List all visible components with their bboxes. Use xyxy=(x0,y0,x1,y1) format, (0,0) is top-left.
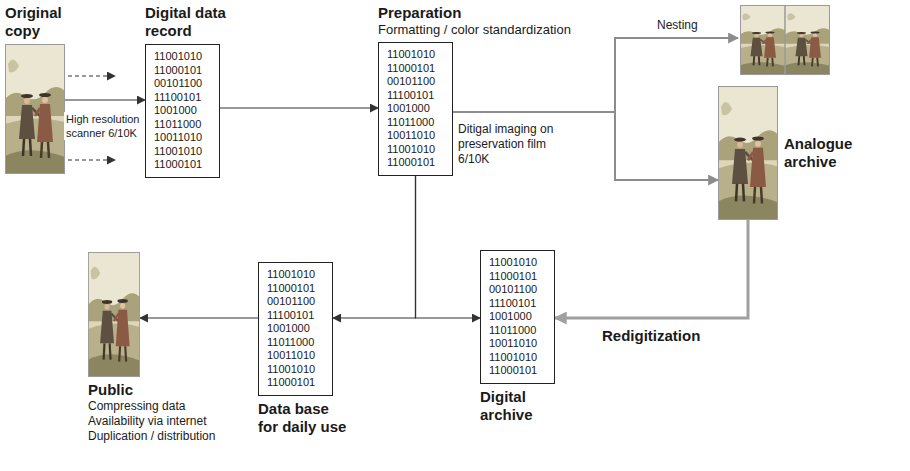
edge-label: Redigitization xyxy=(600,326,702,345)
data-record-frame: 11001010 11000101 00101100 11100101 1001… xyxy=(145,44,220,178)
scan-ray xyxy=(68,75,115,76)
node-heading: Public xyxy=(88,381,258,399)
connector-arrow xyxy=(65,99,145,100)
connector-arrow xyxy=(220,107,378,108)
node-heading: Digital archive xyxy=(480,388,570,424)
node-subtext: Duplication / distribution xyxy=(88,429,258,444)
public-output: PublicCompressing dataAvailability via i… xyxy=(88,252,258,444)
picture-holder xyxy=(88,252,140,377)
binary-data: 11001010 11000101 00101100 11100101 1001… xyxy=(154,50,210,172)
node-heading: Data base for daily use xyxy=(258,400,350,436)
data-record-frame: 11001010 11000101 00101100 11100101 1001… xyxy=(258,262,333,396)
heading-group: PreparationFormatting / color standardiz… xyxy=(378,4,608,38)
heading-group: Digital archive xyxy=(480,388,570,424)
connector-arrow xyxy=(453,112,718,180)
edge-label: High resolution scanner 6/10K xyxy=(64,112,144,140)
binary-data: 11001010 11000101 00101100 11100101 1001… xyxy=(489,256,545,378)
heading-group: Analogue archive xyxy=(784,135,866,171)
painting-illustration xyxy=(5,44,65,174)
digital-archive-box: 11001010 11000101 00101100 11100101 1001… xyxy=(480,250,570,424)
node-heading: Digital data record xyxy=(145,4,245,40)
node-subtext: Formatting / color standardization xyxy=(378,22,608,38)
binary-data: 11001010 11000101 00101100 11100101 1001… xyxy=(267,268,323,390)
binary-data: 11001010 11000101 00101100 11100101 1001… xyxy=(387,48,443,170)
heading-group: Data base for daily use xyxy=(258,400,350,436)
data-record-box: Digital data record 11001010 11000101 001… xyxy=(145,4,245,178)
original-copy: Original copy xyxy=(5,4,77,174)
picture-holder xyxy=(718,86,778,220)
connector-arrow xyxy=(555,220,748,318)
connector-arrow xyxy=(140,317,258,318)
database-box: 11001010 11000101 00101100 11100101 1001… xyxy=(258,262,350,436)
scan-ray xyxy=(68,159,115,160)
heading-group: PublicCompressing dataAvailability via i… xyxy=(88,381,258,444)
nested-image xyxy=(740,5,830,75)
connector-arrow xyxy=(333,176,416,318)
data-record-frame: 11001010 11000101 00101100 11100101 1001… xyxy=(378,42,453,176)
data-record-frame: 11001010 11000101 00101100 11100101 1001… xyxy=(480,250,555,384)
branch-label: Nesting xyxy=(655,18,700,32)
node-heading: Original copy xyxy=(5,4,77,40)
node-subtext: Compressing data xyxy=(88,399,258,414)
picture-holder xyxy=(5,44,65,174)
node-heading: Analogue archive xyxy=(784,135,866,171)
analogue-archive: Analogue archive xyxy=(718,86,866,220)
heading-group: Digital data record xyxy=(145,4,245,40)
painting-illustration xyxy=(88,252,140,377)
connector-arrow xyxy=(416,176,481,318)
heading-group: Original copy xyxy=(5,4,77,40)
node-subtext: Availability via internet xyxy=(88,414,258,429)
node-heading: Preparation xyxy=(378,4,608,22)
painting-illustration xyxy=(718,86,778,220)
edge-label: Ditigal imaging on preservation film 6/1… xyxy=(456,122,566,167)
